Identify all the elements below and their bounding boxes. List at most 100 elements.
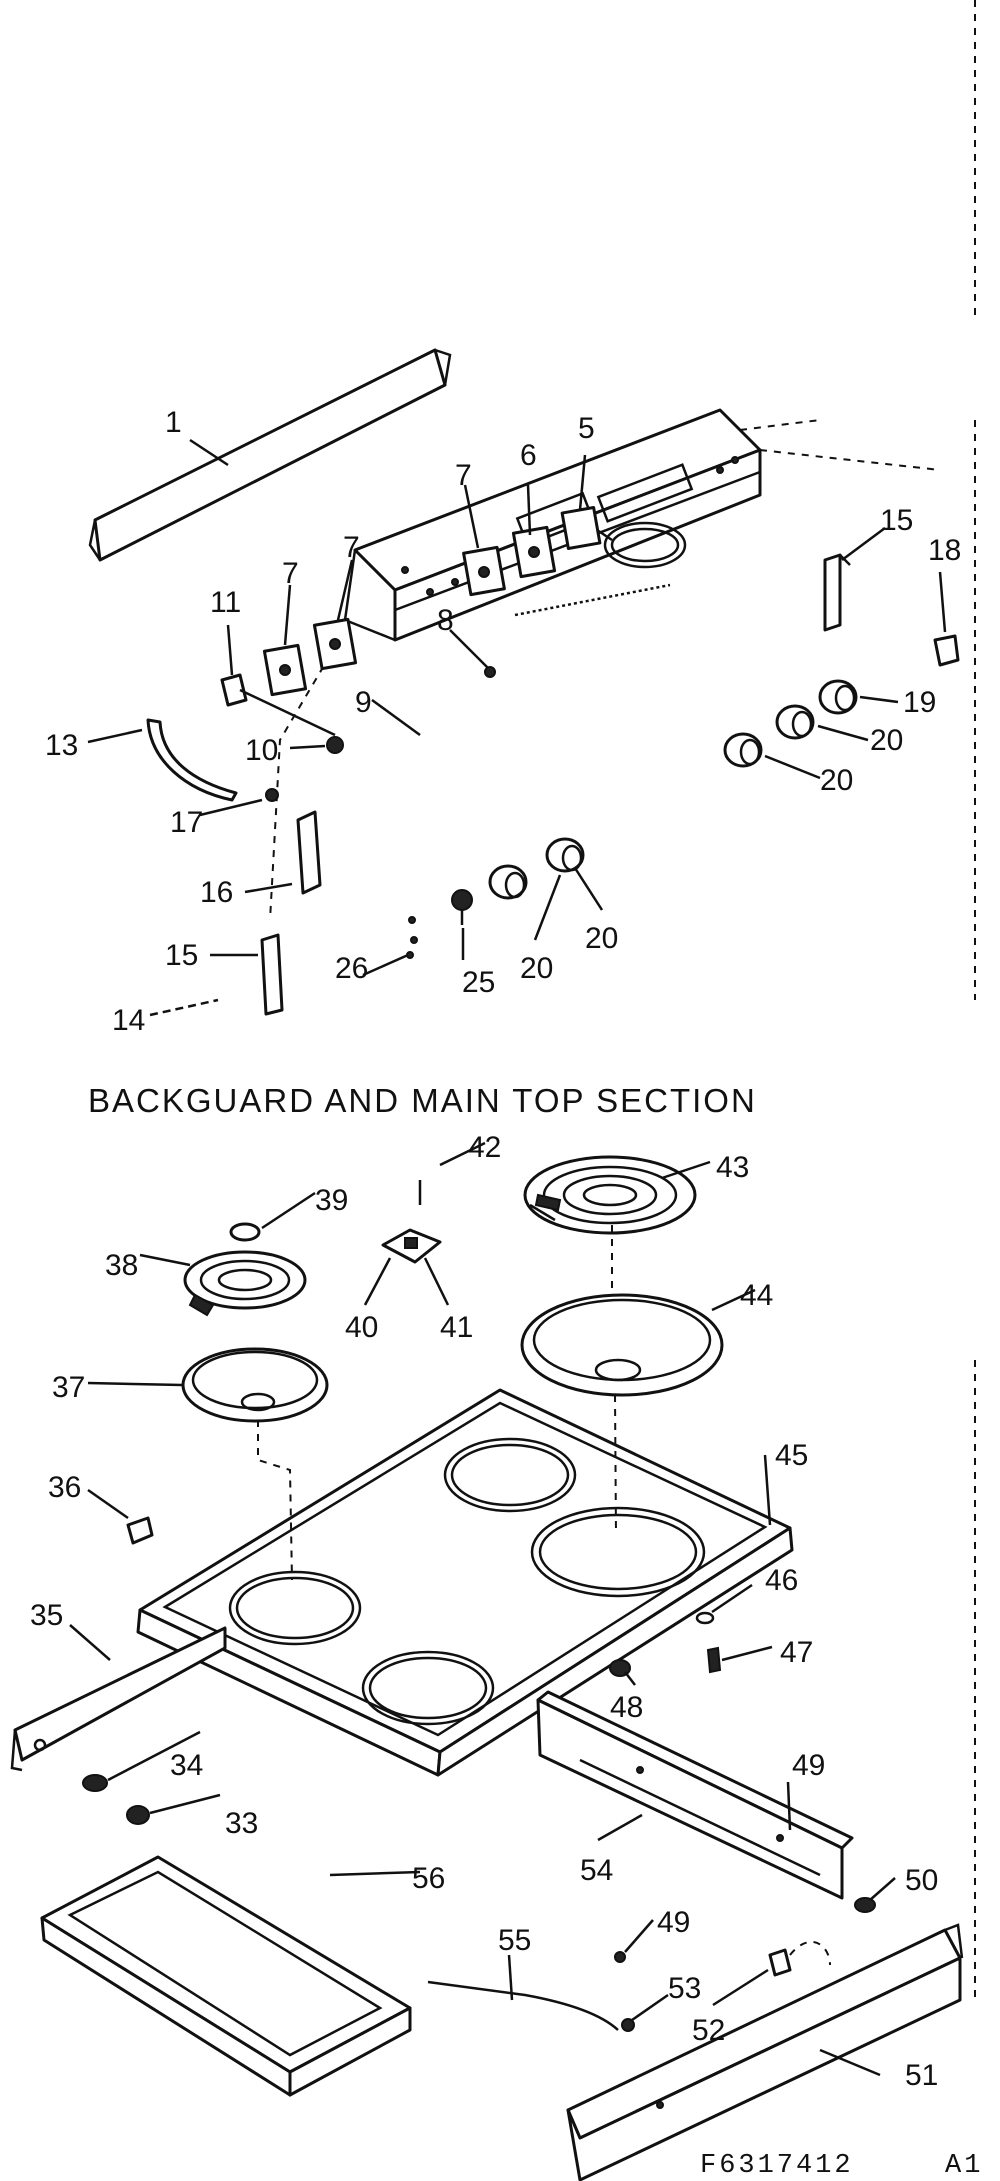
callout-55: 55	[498, 1924, 531, 1957]
callout-26: 26	[335, 952, 368, 985]
part-20-knob-a	[775, 704, 815, 740]
callout-20b: 20	[820, 764, 853, 797]
callout-20c: 20	[520, 952, 553, 985]
drawing-code: F6317412	[700, 2151, 854, 2181]
callout-40: 40	[345, 1311, 378, 1344]
callout-49b: 49	[657, 1906, 690, 1939]
callout-45: 45	[775, 1439, 808, 1472]
capillary-tube	[514, 583, 671, 617]
part-49-screw	[614, 1951, 626, 1963]
wire-guide-2	[739, 419, 821, 431]
part-7-switch-b	[262, 643, 308, 697]
part-38-small-element	[183, 1250, 307, 1317]
part-39-cap	[229, 1222, 261, 1242]
part-11-indicator-light	[220, 673, 336, 737]
part-26-screws	[406, 916, 418, 959]
part-37-drip-bowl-small	[181, 1347, 329, 1423]
callout-15b: 15	[165, 939, 198, 972]
callout-43: 43	[716, 1151, 749, 1184]
callout-53: 53	[668, 1972, 701, 2005]
callout-20d: 20	[585, 922, 618, 955]
part-46-washer	[695, 1611, 715, 1625]
main-top-leader-lines	[69, 1141, 896, 2077]
callout-20a: 20	[870, 724, 903, 757]
callout-44: 44	[740, 1279, 773, 1312]
callout-13: 13	[45, 729, 78, 762]
part-7-switch-a	[462, 545, 506, 597]
part-47-bolt	[706, 1646, 722, 1674]
wire-guide-1	[759, 449, 941, 471]
part-10-screw	[326, 736, 344, 754]
guide-37-to-45	[257, 1420, 293, 1581]
callout-16: 16	[200, 876, 233, 909]
callout-50: 50	[905, 1864, 938, 1897]
callout-7a: 7	[455, 459, 472, 492]
part-40-41-receptacle	[381, 1228, 442, 1264]
part-52-clip	[768, 1941, 831, 1977]
part-43-large-element	[523, 1155, 697, 1235]
callout-41: 41	[440, 1311, 473, 1344]
part-1-backguard-trim	[88, 348, 452, 562]
callout-labels: 1 5 6 7 15 18 7 7 11 8 9 19 13 10 20 20 …	[30, 406, 961, 2092]
callout-52: 52	[692, 2014, 725, 2047]
callout-7c: 7	[343, 531, 360, 564]
callout-33: 33	[225, 1807, 258, 1840]
part-19-knob	[818, 679, 858, 715]
part-16-end-cap	[296, 810, 322, 895]
callout-10: 10	[245, 734, 278, 767]
part-6-switch	[511, 525, 557, 579]
part-15-bracket-right	[823, 553, 851, 632]
part-36-clip	[126, 1516, 154, 1545]
callout-18: 18	[928, 534, 961, 567]
part-50-spacer	[854, 1897, 876, 1913]
callout-11: 11	[210, 586, 241, 619]
callout-36: 36	[48, 1471, 81, 1504]
callout-14: 14	[112, 1004, 145, 1037]
part-17-clip	[265, 788, 279, 802]
callout-56: 56	[412, 1862, 445, 1895]
part-8-screw	[484, 666, 496, 678]
part-44-drip-bowl-large	[520, 1293, 724, 1397]
callout-49a: 49	[792, 1749, 825, 1782]
part-20-knob-b	[723, 732, 763, 768]
callout-42: 42	[468, 1131, 501, 1164]
callout-8: 8	[437, 604, 454, 637]
part-20-knob-d	[488, 864, 528, 900]
part-56-frame	[40, 1855, 412, 2097]
callout-38: 38	[105, 1249, 138, 1282]
callout-19: 19	[903, 686, 936, 719]
part-15-bracket-left	[260, 933, 284, 1016]
part-55-rod	[427, 1980, 619, 2031]
part-9-control-panel	[343, 408, 762, 642]
part-54-rear-brace	[536, 1690, 854, 1900]
callout-39: 39	[315, 1184, 348, 1217]
part-7-switch-c	[312, 617, 358, 671]
part-45-main-top	[136, 1388, 794, 1777]
section-title: BACKGUARD AND MAIN TOP SECTION	[88, 1082, 757, 1119]
callout-5: 5	[578, 412, 595, 445]
guide-44-to-45-b	[614, 1394, 617, 1536]
part-5-thermostat	[560, 505, 687, 569]
callout-25: 25	[462, 966, 495, 999]
callout-47: 47	[780, 1636, 813, 1669]
part-33-nut	[126, 1805, 150, 1825]
callout-48: 48	[610, 1691, 643, 1724]
part-13-wire-harness	[146, 718, 238, 802]
callout-1: 1	[165, 406, 182, 439]
callout-37: 37	[52, 1371, 85, 1404]
callout-54: 54	[580, 1854, 613, 1887]
drawing-revision: A1	[945, 2151, 983, 2181]
part-53-nut	[621, 2018, 635, 2032]
part-34-spring	[82, 1774, 108, 1792]
part-20-knob-c	[545, 837, 585, 873]
part-51-lower-trim	[566, 1923, 964, 2181]
callout-6: 6	[520, 439, 537, 472]
callout-9: 9	[355, 686, 372, 719]
callout-15a: 15	[880, 504, 913, 537]
callout-17: 17	[170, 806, 203, 839]
callout-46: 46	[765, 1564, 798, 1597]
backguard-leader-lines	[87, 438, 947, 1017]
callout-35: 35	[30, 1599, 63, 1632]
callout-34: 34	[170, 1749, 203, 1782]
